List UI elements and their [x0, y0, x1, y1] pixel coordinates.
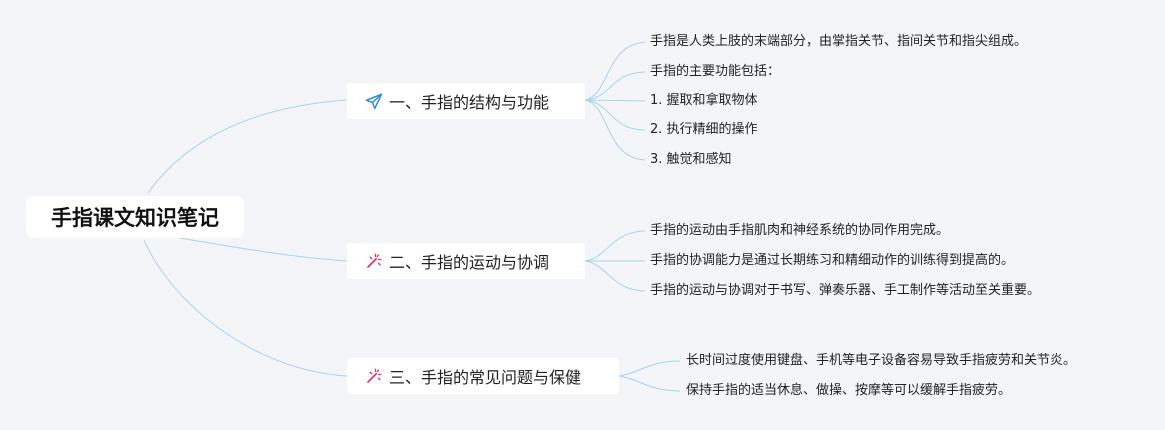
leaf-node[interactable]: 手指的主要功能包括：: [650, 64, 781, 79]
connector-root-branch-3: [143, 239, 348, 377]
branch-problems-care[interactable]: 三、手指的常见问题与保健: [347, 358, 619, 394]
magic-wand-icon: [367, 253, 382, 268]
branch-title: 二、手指的运动与协调: [389, 253, 550, 272]
connector-b2-leaf-1: [584, 230, 646, 262]
leaf-node[interactable]: 手指的运动与协调对于书写、弹奏乐器、手工制作等活动至关重要。: [650, 283, 1041, 298]
leaf-node[interactable]: 手指的运动由手指肌肉和神经系统的协同作用完成。: [650, 223, 950, 238]
leaf-node[interactable]: 手指是人类上肢的末端部分，由掌指关节、指间关节和指尖组成。: [650, 34, 1028, 49]
branch-movement-coordination[interactable]: 二、手指的运动与协调: [347, 243, 585, 279]
leaf-node[interactable]: 手指的协调能力是通过长期练习和精细动作的训练得到提高的。: [650, 253, 1015, 268]
connector-root-branch-1: [147, 99, 348, 194]
branch-structure-function[interactable]: 一、手指的结构与功能: [347, 83, 585, 119]
connector-b1-leaf-4: [584, 99, 646, 131]
root-node[interactable]: 手指课文知识笔记: [26, 196, 244, 238]
leaf-node[interactable]: 3. 触觉和感知: [650, 152, 732, 167]
connector-b3-leaf-2: [618, 375, 681, 392]
connector-root-branch-2: [179, 237, 348, 262]
leaf-node[interactable]: 长时间过度使用键盘、手机等电子设备容易导致手指疲劳和关节炎。: [686, 353, 1077, 368]
leaf-node[interactable]: 1. 握取和拿取物体: [650, 93, 758, 108]
magic-wand-icon: [367, 368, 382, 383]
root-title: 手指课文知识笔记: [51, 206, 219, 230]
connector-b1-leaf-3: [584, 99, 646, 102]
branch-title: 一、手指的结构与功能: [389, 93, 550, 112]
leaf-node[interactable]: 2. 执行精细的操作: [650, 122, 758, 137]
connector-b1-leaf-1: [584, 41, 646, 101]
connector-b1-leaf-5: [584, 99, 646, 161]
leaf-node[interactable]: 保持手指的适当休息、做操、按摩等可以缓解手指疲劳。: [686, 383, 1012, 398]
connector-b3-leaf-1: [618, 360, 681, 377]
connector-b2-leaf-3: [584, 260, 646, 292]
paper-plane-icon: [365, 93, 383, 110]
connector-b1-leaf-2: [584, 71, 646, 101]
branch-title: 三、手指的常见问题与保健: [389, 368, 582, 387]
